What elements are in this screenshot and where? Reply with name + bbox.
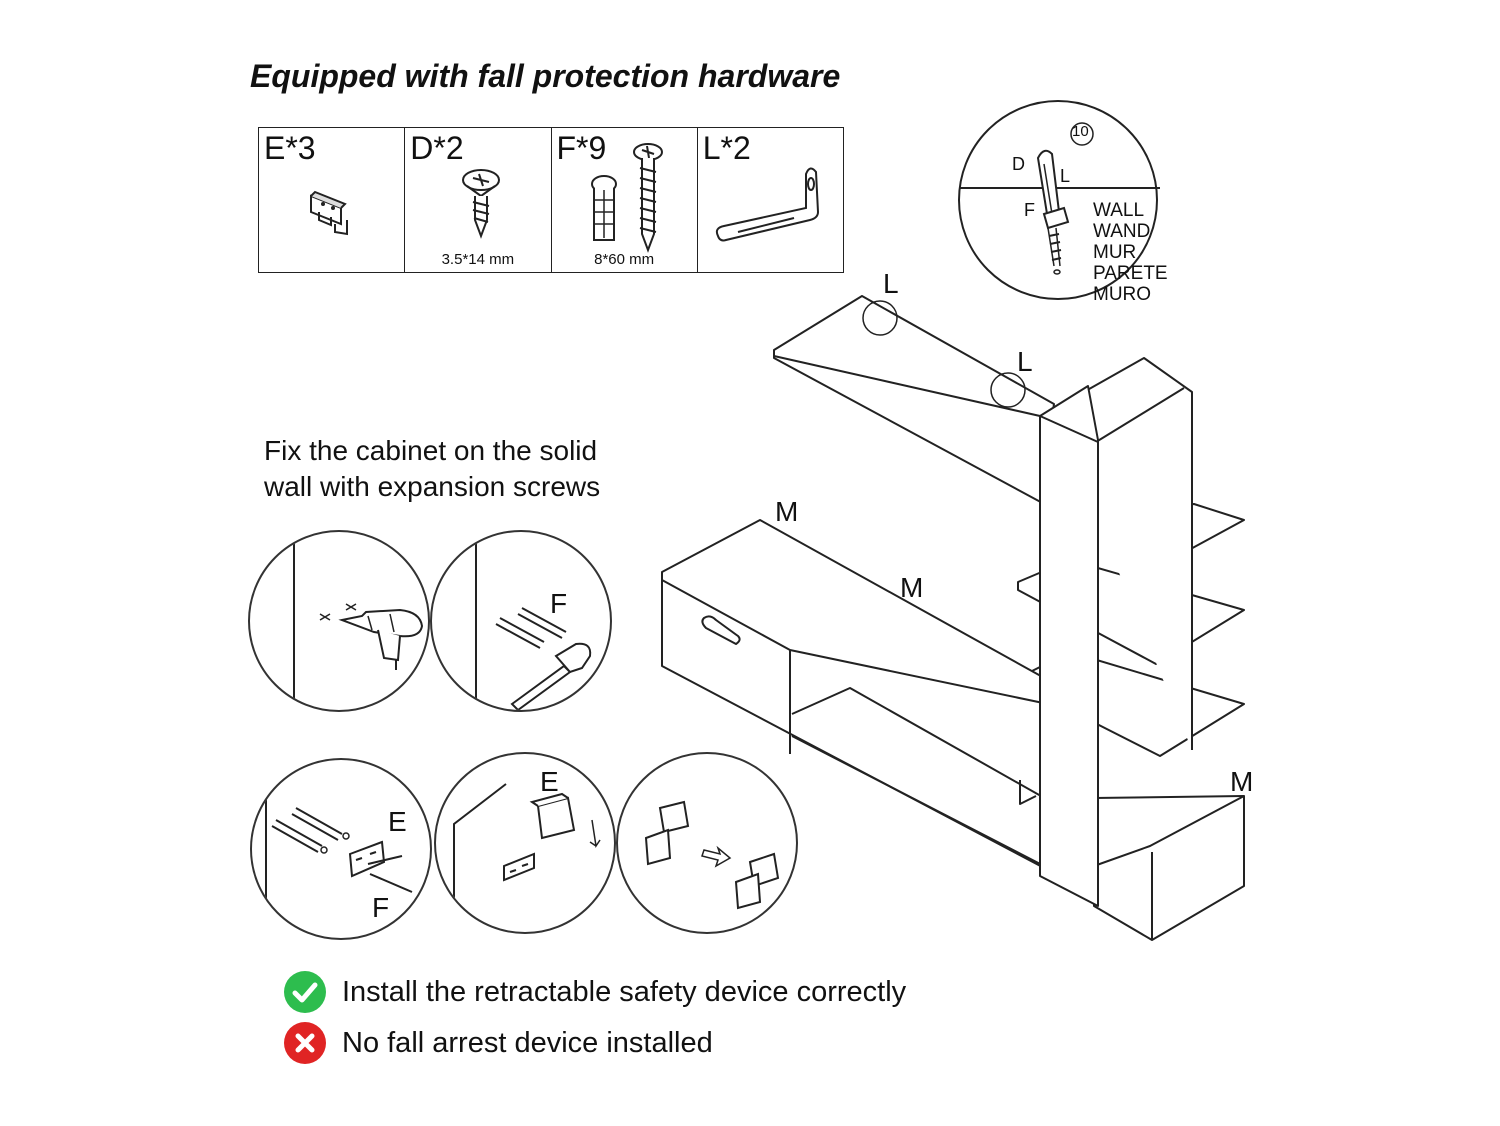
hardware-cell-d: D*2 3.5*14 mm — [405, 128, 552, 272]
hardware-label: F*9 — [556, 130, 607, 166]
step-drill-circle — [248, 530, 430, 712]
step-label-f: F — [550, 588, 568, 619]
hardware-label: L*2 — [702, 130, 751, 166]
detail-label-d: D — [1012, 154, 1025, 174]
cabinet-hanging-illustration — [453, 783, 601, 932]
hardware-cell-l: L*2 — [698, 128, 843, 272]
wood-screw-icon — [462, 169, 501, 239]
step-label-f: F — [372, 892, 390, 923]
wall-label: MURO — [1093, 284, 1152, 305]
step-fix-bracket-circle: E F — [250, 758, 432, 940]
cabinet-label-l: L — [1017, 346, 1033, 377]
cabinet-label-l: L — [883, 268, 899, 299]
diagram-title: Equipped with fall protection hardware — [250, 58, 841, 94]
step-label-e: E — [388, 806, 407, 837]
hardware-label: D*2 — [410, 130, 464, 166]
step-slide-lock-circle — [616, 752, 798, 934]
drill-illustration — [293, 532, 424, 710]
hardware-cell-f: F*9 8*60 mm — [552, 128, 698, 272]
detail-number: 10 — [1072, 123, 1089, 140]
wall-label: WALL — [1093, 200, 1145, 221]
legend-text: No fall arrest device installed — [342, 1026, 713, 1059]
check-icon — [284, 971, 326, 1013]
l-bracket-icon — [715, 167, 819, 242]
detail-label-f: F — [1024, 200, 1035, 220]
legend-text: Install the retractable safety device co… — [342, 975, 907, 1008]
hardware-cell-e: E*3 — [259, 128, 406, 272]
instruction-text: Fix the cabinet on the solid wall with e… — [264, 433, 600, 505]
bracket-fixing-illustration — [265, 760, 413, 938]
expansion-screw-icon — [590, 143, 663, 253]
legend-correct: Install the retractable safety device co… — [284, 971, 906, 1013]
legend-incorrect: No fall arrest device installed — [284, 1022, 713, 1064]
cabinet-label-m: M — [775, 496, 799, 527]
cabinet-label-m: M — [900, 572, 924, 603]
hardware-table: E*3 D*2 3.5*14 mm F*9 8 — [258, 127, 844, 273]
bracket-e-icon — [310, 190, 348, 236]
hardware-size: 8*60 mm — [594, 251, 655, 268]
wall-label: MUR — [1093, 242, 1137, 263]
wall-mount-detail: 10 D L F — [958, 100, 1160, 300]
cross-icon — [284, 1022, 326, 1064]
wall-label: WAND — [1093, 221, 1151, 242]
wall-mount-detail-drawing — [960, 122, 1160, 275]
tv-cabinet-drawing — [661, 295, 1245, 941]
cabinet-label-m: M — [1230, 766, 1254, 797]
wall-label: PARETE — [1093, 263, 1168, 284]
instruction-line: Fix the cabinet on the solid — [264, 435, 598, 466]
step-hang-cabinet-circle: E — [434, 752, 616, 934]
step-insert-anchor-circle: F — [430, 530, 612, 712]
detail-label-l: L — [1060, 166, 1071, 186]
instruction-line: wall with expansion screws — [264, 471, 601, 502]
hardware-size: 3.5*14 mm — [441, 251, 515, 268]
hardware-label: E*3 — [264, 130, 316, 166]
slide-lock-illustration — [644, 800, 780, 910]
hammer-illustration — [475, 532, 592, 710]
step-label-e: E — [540, 766, 559, 797]
